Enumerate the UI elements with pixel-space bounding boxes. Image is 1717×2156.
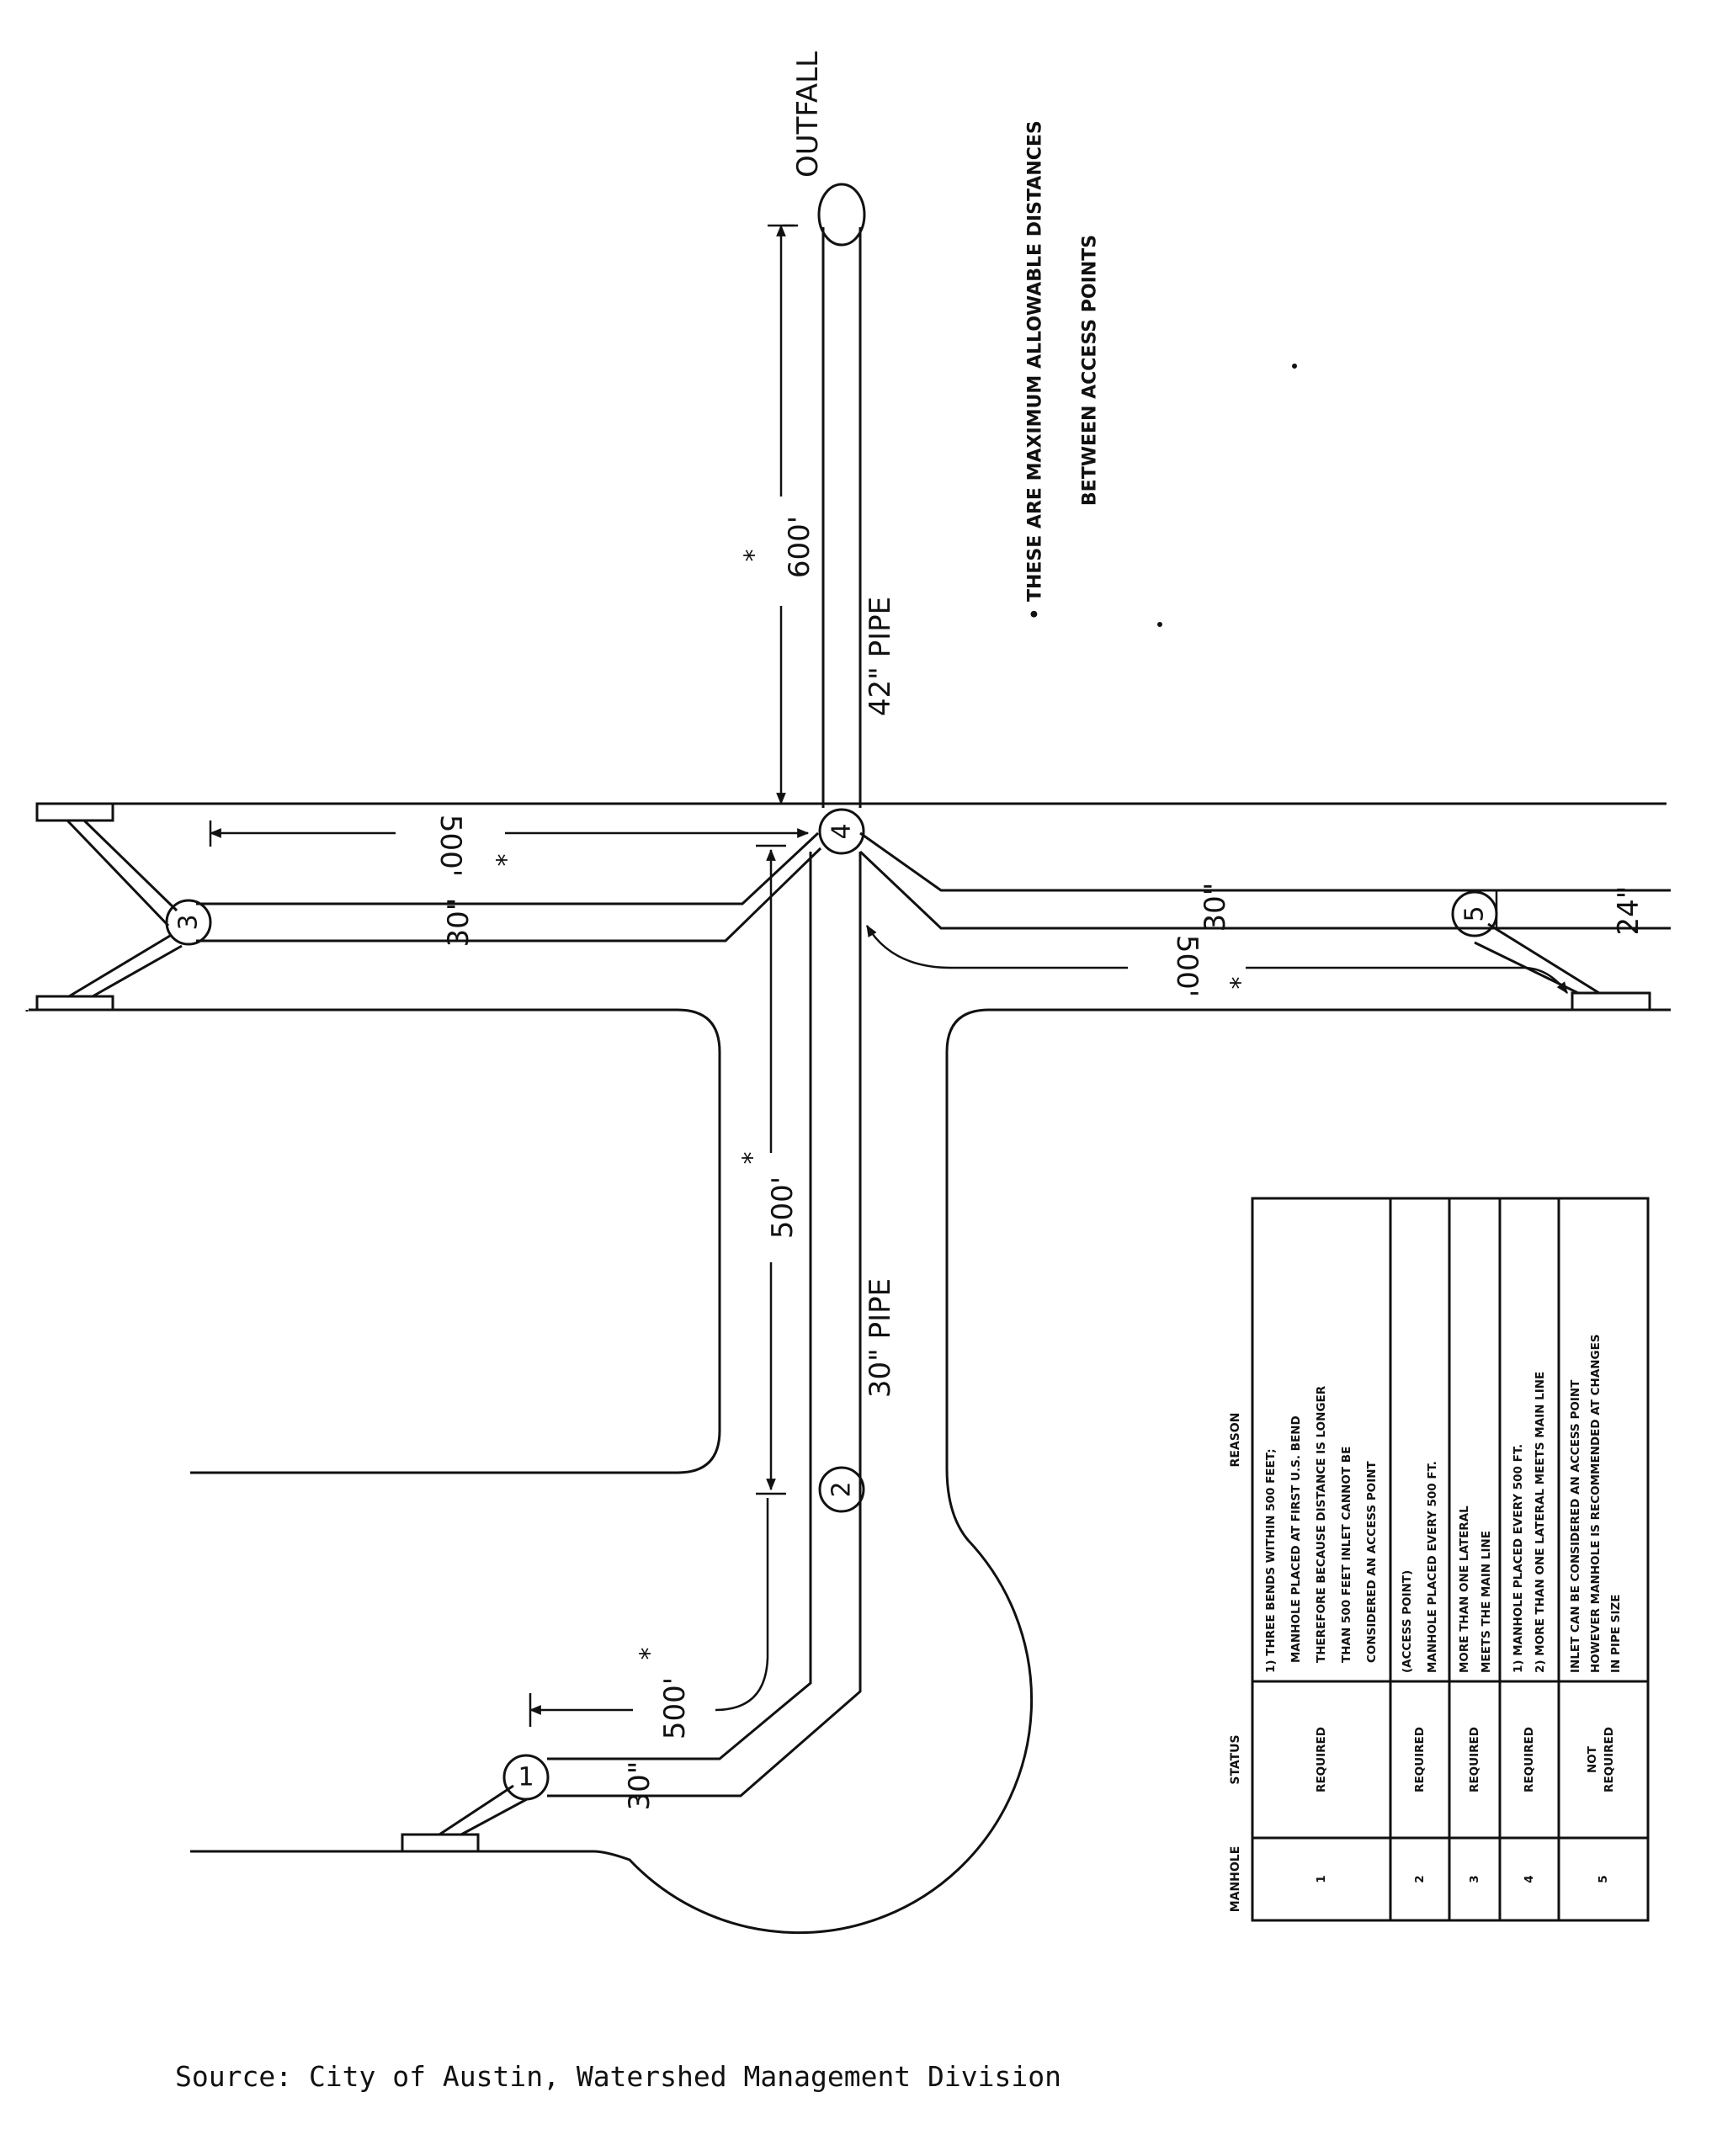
pipe-30-main-lower <box>547 852 862 1798</box>
manhole-3 <box>165 899 212 946</box>
pipe-42-main <box>821 227 862 808</box>
table-row-2-reason-1: (ACCESS POINT) <box>1401 1570 1414 1673</box>
table-row-5-reason-2: HOWEVER MANHOLE IS RECOMMENDED AT CHANGE… <box>1589 1334 1603 1673</box>
table-row-2-status: REQUIRED <box>1413 1727 1427 1792</box>
connector-1-b <box>460 1798 528 1836</box>
street-upper-block-curb <box>29 1008 721 1474</box>
dim-500-lateral3-asterisk: * <box>482 854 512 867</box>
table-row-2-reason-2: MANHOLE PLACED EVERY 500 FT. <box>1426 1461 1439 1673</box>
connector-3-bottom-a <box>68 934 171 998</box>
pipe-30-lateral-3-upper <box>196 831 820 905</box>
manhole-table: MANHOLE STATUS REASON 1 REQUIRED 1) THRE… <box>1229 1197 1650 1922</box>
table-row-5-status-1: NOT <box>1586 1745 1599 1773</box>
manhole-4 <box>818 808 865 855</box>
table-row-5-reason-1: INLET CAN BE CONSIDERED AN ACCESS POINT <box>1569 1379 1582 1673</box>
manhole-3-label: 3 <box>174 914 204 930</box>
table-row-3-status: REQUIRED <box>1468 1727 1481 1792</box>
table-row-4-status: REQUIRED <box>1523 1727 1536 1792</box>
dim-500-mh1-asterisk: * <box>635 1648 665 1660</box>
dim-500-inlet5-left <box>865 924 1128 969</box>
manhole-4-label: 4 <box>827 823 857 839</box>
table-row-4-reason-1: 1) MANHOLE PLACED EVERY 500 FT. <box>1512 1444 1525 1673</box>
street-lower-block-curb-and-cul-de-sac <box>190 1008 1671 1935</box>
pipe-30-main-upper <box>547 852 812 1760</box>
pipe-30-label: 30" PIPE <box>864 1278 897 1398</box>
dim-500-inlet5-right <box>1246 966 1569 994</box>
dimension-lines <box>209 224 1569 1727</box>
table-row-3-manhole: 3 <box>1468 1875 1481 1883</box>
pipe-30-lateral-5-lower <box>858 850 1671 930</box>
table-row-1-reason-5: CONSIDERED AN ACCESS POINT <box>1365 1460 1379 1663</box>
manhole-1 <box>502 1754 550 1801</box>
inlets <box>35 802 1651 1853</box>
table-row-3-reason-1: MORE THAN ONE LATERAL <box>1458 1505 1471 1673</box>
table-row-1-reason-3: THEREFORE BECAUSE DISTANCE IS LONGER <box>1315 1385 1328 1663</box>
table-row-5-manhole: 5 <box>1597 1875 1610 1883</box>
table-row-4-manhole: 4 <box>1523 1875 1536 1883</box>
dim-500-main-asterisk: * <box>738 1152 768 1165</box>
dim-500-inlet5-asterisk: * <box>1216 977 1246 990</box>
table-row-1-reason-4: THAN 500 FEET INLET CANNOT BE <box>1340 1447 1353 1663</box>
manhole-5-label: 5 <box>1460 905 1490 921</box>
table-header-manhole: MANHOLE <box>1229 1846 1242 1913</box>
rotated-labels: OUTFALL 600' * 42" PIPE • THESE ARE MAXI… <box>433 51 1645 1811</box>
dim-500-inlet5-label: 500' <box>1170 935 1204 997</box>
source-caption: Source: City of Austin, Watershed Manage… <box>175 2060 1061 2093</box>
table-row-2-manhole: 2 <box>1413 1875 1427 1883</box>
manholes: 1 2 3 4 5 <box>165 808 1498 1801</box>
table-row-1-reason-2: MANHOLE PLACED AT FIRST U.S. BEND <box>1289 1415 1303 1663</box>
table-row-5-status-2: REQUIRED <box>1603 1727 1616 1792</box>
street-outlines <box>25 802 1671 1935</box>
table-row-1-status: REQUIRED <box>1315 1727 1328 1792</box>
inlet-top-left <box>35 802 114 822</box>
manhole-2-label: 2 <box>827 1481 857 1497</box>
dim-500-lateral3-label: 500' <box>433 815 467 877</box>
table-header-reason: REASON <box>1229 1413 1242 1468</box>
inlet-manhole-1 <box>401 1833 480 1853</box>
connector-3-top-a <box>82 819 178 912</box>
dot-a <box>1292 364 1297 369</box>
table-row-1-manhole: 1 <box>1315 1875 1328 1883</box>
connector-3-top-b <box>66 819 170 927</box>
mh1-size-label: 30" <box>623 1761 656 1811</box>
note-line-1: • THESE ARE MAXIMUM ALLOWABLE DISTANCES <box>1025 120 1046 620</box>
dim-500-main-label: 500' <box>766 1176 800 1239</box>
dim-600-asterisk: * <box>740 550 769 562</box>
connector-5-a <box>1487 922 1600 995</box>
pipe-42-label: 42" PIPE <box>864 597 897 716</box>
lateral5-24-label: 24" <box>1612 886 1645 936</box>
note-line-2: BETWEEN ACCESS POINTS <box>1080 235 1101 506</box>
outfall-label: OUTFALL <box>791 51 825 178</box>
dim-500-mh1-path <box>715 1498 769 1712</box>
manhole-2 <box>818 1466 865 1513</box>
manhole-1-label: 1 <box>518 1763 534 1792</box>
pipe-30-lateral-5-upper <box>859 831 1671 892</box>
connector-3-bottom-b <box>92 944 183 998</box>
inlet-bottom-left <box>35 995 114 1012</box>
lateral3-size-label: 30" <box>442 898 476 948</box>
lateral5-size-label: 30" <box>1199 883 1232 932</box>
dim-500-mh1-label: 500' <box>658 1677 692 1739</box>
pipe-30-lateral-3-lower <box>196 847 822 943</box>
table-header-status: STATUS <box>1229 1734 1242 1784</box>
inlet-right <box>1571 991 1651 1012</box>
table-row-5-reason-3: IN PIPE SIZE <box>1609 1594 1623 1673</box>
dim-600-label: 600' <box>783 516 816 578</box>
table-row-4-reason-2: 2) MORE THAN ONE LATERAL MEETS MAIN LINE <box>1534 1372 1547 1673</box>
dot-b <box>1157 622 1162 627</box>
outfall-end <box>817 183 866 247</box>
table-row-1-reason-1: 1) THREE BENDS WITHIN 500 FEET; <box>1264 1448 1278 1673</box>
manhole-5 <box>1451 890 1498 937</box>
table-row-3-reason-2: MEETS THE MAIN LINE <box>1480 1531 1493 1673</box>
connector-1-a <box>439 1784 514 1836</box>
pipes <box>196 183 1671 1798</box>
